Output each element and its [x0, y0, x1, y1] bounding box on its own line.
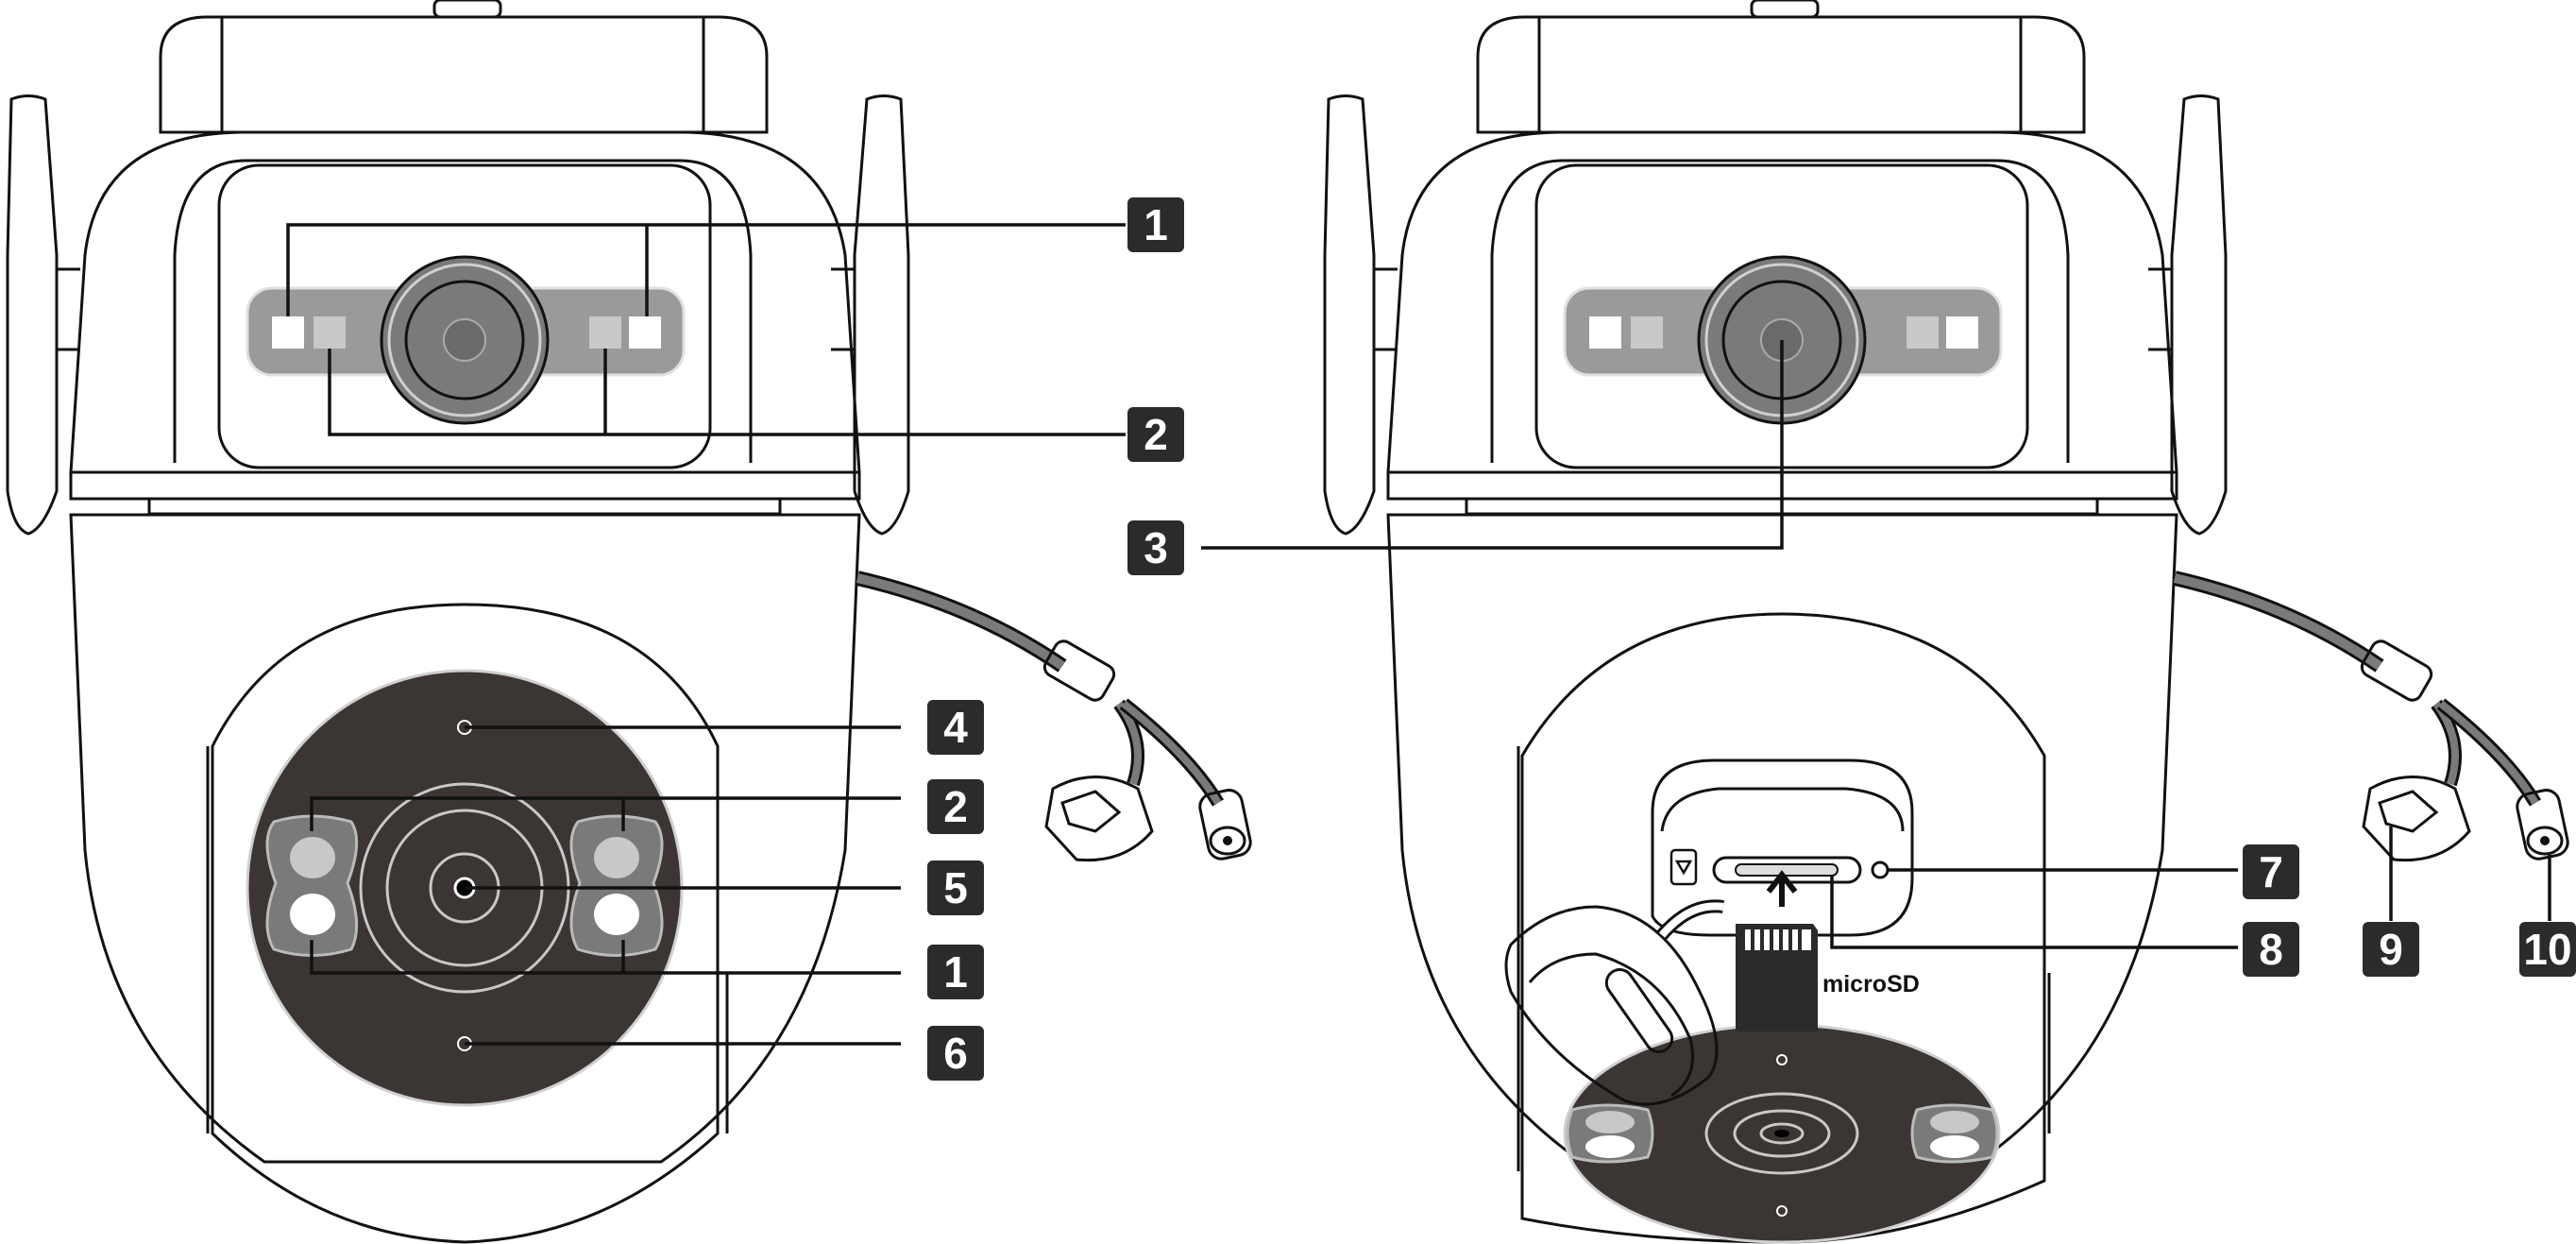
svg-text:2: 2	[943, 782, 968, 831]
right-leader-lines	[1201, 340, 2551, 949]
callout-7: 7	[2243, 844, 2299, 899]
svg-text:6: 6	[943, 1029, 968, 1078]
callout-3: 3	[1127, 520, 1184, 575]
svg-text:3: 3	[1144, 523, 1168, 572]
callout-2-bottom: 2	[927, 779, 984, 834]
callout-5: 5	[927, 861, 984, 915]
callout-1-bottom: 1	[927, 945, 984, 999]
callout-9: 9	[2363, 922, 2419, 977]
svg-text:9: 9	[2379, 925, 2403, 974]
svg-text:2: 2	[1144, 410, 1168, 459]
svg-text:1: 1	[1144, 200, 1168, 249]
svg-text:4: 4	[943, 703, 968, 752]
svg-text:10: 10	[2523, 925, 2571, 974]
callout-1-top: 1	[1127, 197, 1184, 252]
callout-10: 10	[2519, 922, 2576, 977]
svg-text:1: 1	[943, 947, 968, 997]
left-camera	[6, 0, 1252, 1244]
callout-2-top: 2	[1127, 407, 1184, 462]
callout-6: 6	[927, 1026, 984, 1081]
svg-text:7: 7	[2259, 847, 2283, 896]
callout-4: 4	[927, 700, 984, 755]
svg-text:5: 5	[943, 863, 968, 912]
microsd-label: microSD	[1822, 971, 1920, 997]
left-leader-lines	[286, 223, 1126, 1046]
right-camera	[1323, 0, 2569, 1244]
callout-8: 8	[2243, 922, 2299, 977]
svg-text:8: 8	[2259, 925, 2283, 974]
